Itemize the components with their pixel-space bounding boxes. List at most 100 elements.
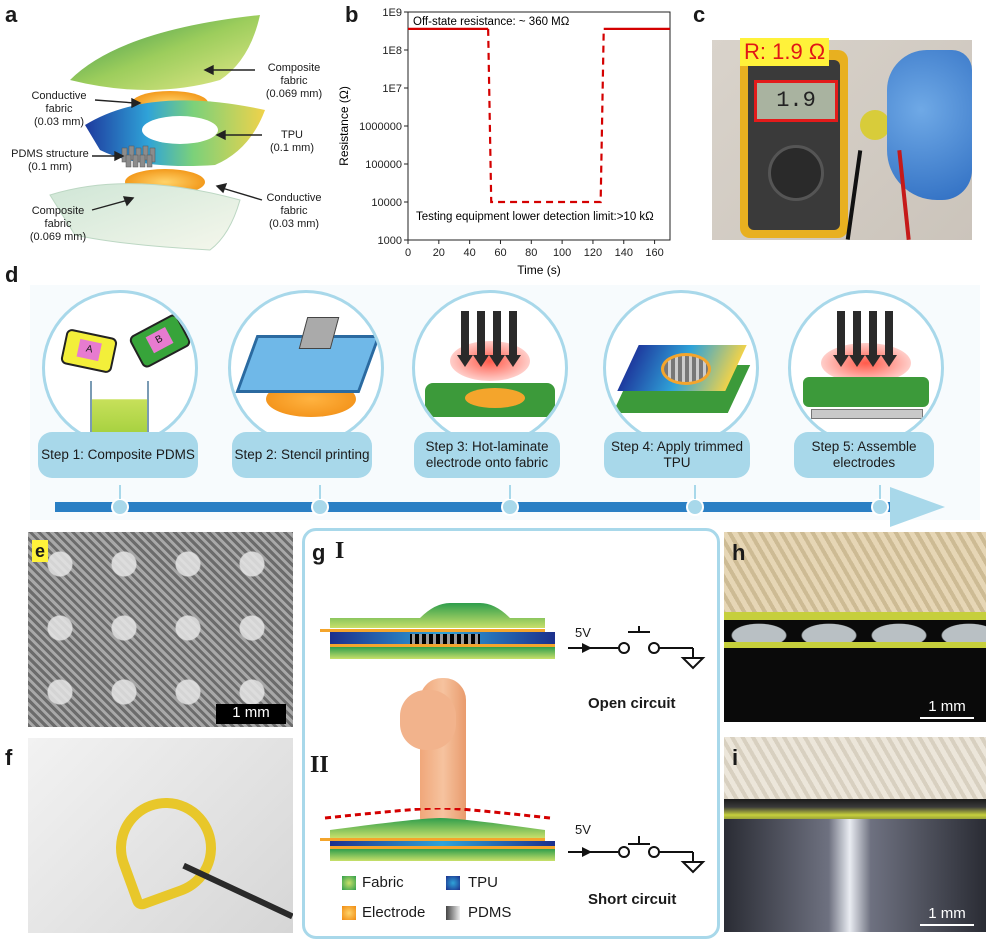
y-tick-label: 1E7 [382,83,402,95]
scale-bar-i-line [920,924,974,926]
panel-b-letter: b [345,2,359,27]
panel-a-exploded-diagram [49,15,265,251]
orange-electrode [465,388,525,408]
panel-g-letter: g [312,540,326,565]
annotation-detection-limit: Testing equipment lower detection limit:… [416,211,654,223]
step-5-illustration [788,290,944,446]
label-composite-fabric-bottom: Composite fabric(0.069 mm) [29,205,87,243]
label-conductive-fabric-bottom: Conductive fabric(0.03 mm) [266,192,322,230]
stack-layer [803,377,929,407]
label-composite-fabric-top: Composite fabric(0.069 mm) [265,62,323,100]
scale-bar-e-bg [216,704,286,724]
step-3-label: Step 3: Hot-laminate electrode onto fabr… [414,432,560,478]
panel-f-letter: f [5,745,13,770]
step-1-label: Step 1: Composite PDMS [38,432,198,478]
label-pdms-structure: PDMS structure(0.1 mm) [11,148,89,173]
step-1-illustration: A B [42,290,198,446]
step-5-label: Step 5: Assemble electrodes [794,432,934,478]
x-tick-label: 80 [525,247,537,259]
bottle-b: B [127,312,193,370]
probe-black [845,150,863,240]
y-tick-label: 1E9 [382,7,402,19]
panel-c-letter: c [693,2,706,27]
electrode-pad [860,110,890,140]
circuit-open [568,626,706,670]
circuit-closed [568,836,706,874]
y-axis-label: Resistance (Ω) [337,86,351,166]
bottom-electrode-h [724,642,986,648]
process-timeline [55,485,945,527]
step-4-label: Step 4: Apply trimmed TPU [604,432,750,478]
state-I-label: I [335,538,345,564]
open-circuit-label: Open circuit [588,695,676,712]
x-tick-label: 0 [405,247,411,259]
fabric-texture-i [724,737,986,799]
voltage-label-1: 5V [575,625,591,640]
rotary-dial [768,145,824,201]
y-tick-label: 1E8 [382,45,402,57]
x-tick-label: 100 [553,247,571,259]
pdms-pillars [661,353,711,385]
x-tick-label: 40 [464,247,476,259]
fabric-texture-h [724,532,986,617]
legend-fabric-swatch [342,876,356,890]
state-II-label: II [310,752,329,778]
label-tpu: TPU(0.1 mm) [270,129,314,154]
x-axis-label: Time (s) [517,263,561,277]
stack-plate [811,409,923,419]
resistance-chart: 0 20 40 60 80 100 120 140 160 1000 10000 100000 1000… [337,7,671,277]
y-tick-label: 10000 [371,197,402,209]
scale-bar-e: 1 mm [232,704,270,721]
finger-base [400,690,456,750]
legend-fabric-label: Fabric [362,874,404,891]
step-2-illustration [228,290,384,446]
panel-a-letter: a [5,2,18,27]
resistance-series-segment [487,28,605,204]
panel-d-letter: d [5,262,19,287]
step-2-label: Step 2: Stencil printing [232,432,372,478]
scale-bar-i: 1 mm [928,905,966,922]
panel-i-letter: i [732,745,739,770]
x-tick-label: 120 [584,247,602,259]
x-tick-label: 140 [615,247,633,259]
pdms-domes-h [724,620,986,642]
legend-pdms-swatch [446,906,460,920]
voltage-label-2: 5V [575,822,591,837]
cross-section-photo-i [724,737,986,932]
sensor-cross-section-open [320,603,555,659]
legend-electrode-swatch [342,906,356,920]
plot-frame [407,11,671,241]
y-tick-label: 1000 [378,235,402,247]
pdms-array [28,532,293,727]
legend-electrode-label: Electrode [362,904,426,921]
heat-glow-5 [821,343,911,383]
scale-bar-h: 1 mm [928,698,966,715]
legend-pdms-label: PDMS [468,904,512,921]
flexible-sensor-photo-f [28,738,293,933]
scale-bar-h-line [920,717,974,719]
multimeter-photo: 1.9 [712,40,972,240]
bottle-a: A [59,327,119,375]
x-tick-label: 160 [645,247,663,259]
short-circuit-label: Short circuit [588,891,677,908]
press-arrows [457,311,521,367]
fabric-microscope-photo-e [28,532,293,727]
step-4-illustration [603,290,759,446]
cross-section-photo-h [724,532,986,722]
panel-g-frame [302,528,720,939]
yellow-sensor [101,783,231,913]
top-electrode-h [724,612,986,620]
press-arrows-5 [833,311,897,367]
x-tick-label: 20 [433,247,445,259]
panel-h-letter: h [732,540,746,565]
x-tick-label: 60 [494,247,506,259]
sensor-cross-section-pressed [320,808,555,861]
y-tick-label: 100000 [365,159,402,171]
tweezers [182,862,293,920]
bottle-b-label: B [145,327,174,354]
compressed-layer-i [724,799,986,819]
annotation-off-state: Off-state resistance: ~ 360 MΩ [413,16,570,28]
label-conductive-fabric-top: Conductive fabric(0.03 mm) [31,90,87,128]
legend-tpu-label: TPU [468,874,498,891]
y-tick-label: 1000000 [359,121,402,133]
